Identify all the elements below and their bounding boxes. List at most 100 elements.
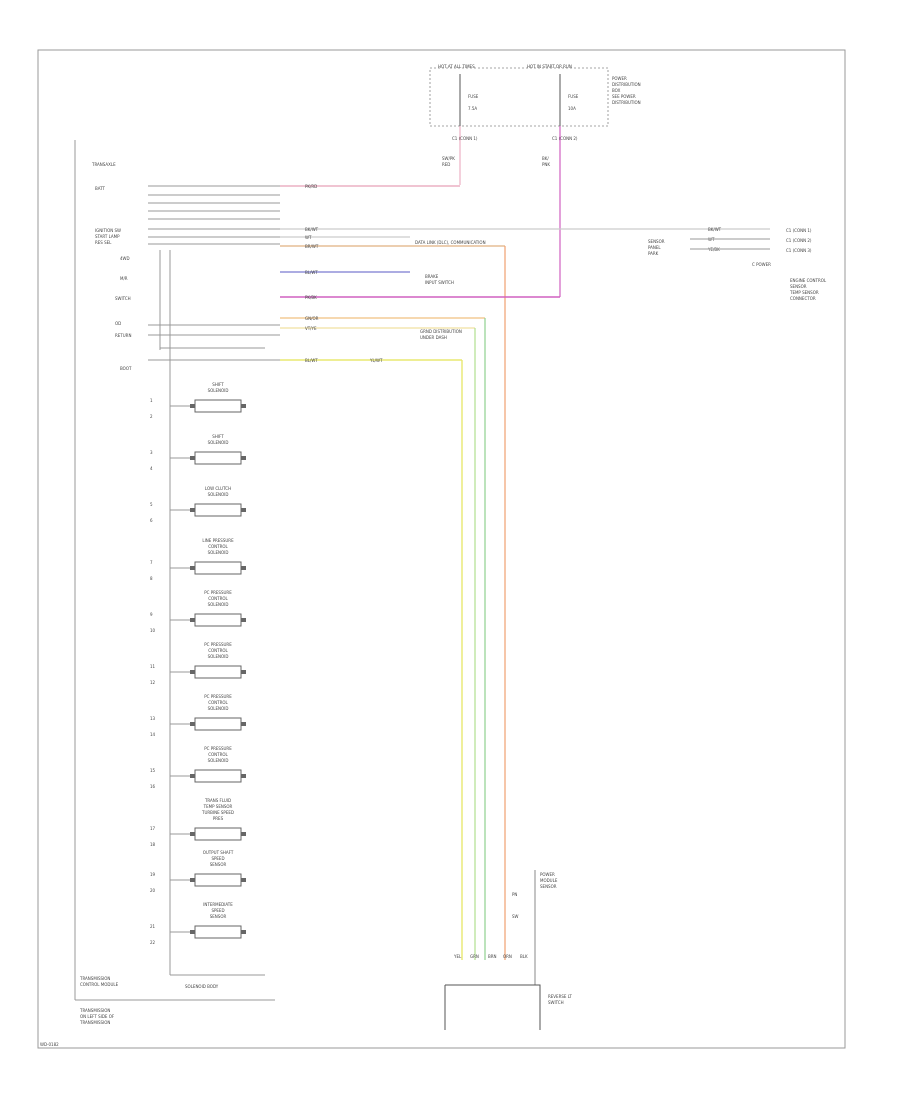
solenoid-label: SOLENOID (208, 706, 229, 711)
wire-label-vtye: VT/YE (305, 326, 317, 331)
sensor-power-pin: C POWER (752, 262, 771, 267)
solenoid-terminal (241, 930, 246, 934)
right-module-3: SENSOR (540, 884, 557, 889)
sensor-label-1: ENGINE CONTROL (790, 278, 827, 283)
solenoid-label: INTERMEDIATE (203, 902, 233, 907)
fuse-a-line-1: FUSE (468, 94, 479, 99)
solenoid-pin: 16 (150, 784, 156, 789)
solenoid-pin: 7 (150, 560, 153, 565)
solenoid-body (194, 613, 242, 627)
pcm-harness (148, 185, 280, 361)
sensor-label-3: TEMP SENSOR (789, 290, 819, 295)
solenoid-terminal (241, 722, 246, 726)
solenoid-label: LINE PRESSURE (202, 538, 234, 543)
reverse-switch-label-1: REVERSE LT (548, 994, 572, 999)
solenoid-pin: 15 (150, 768, 156, 773)
solenoid-terminal (190, 930, 195, 934)
data-link-note: DATA LINK (DLC), COMMUNICATION (415, 240, 486, 245)
solenoid-label: CONTROL (208, 648, 228, 653)
sensor-header-1: SENSOR (648, 239, 665, 244)
solenoid-label: PRES (213, 816, 224, 821)
wire-label-pkbk: PK/BK (305, 295, 317, 300)
fusebox-side-line-4: SEE POWER (612, 94, 636, 99)
wire-label-brwt: BR/WT (305, 244, 319, 249)
wire-label-gnor: GN/OR (305, 316, 319, 321)
wire-label-pkrd: PK/RD (305, 184, 317, 189)
solenoid-terminal (190, 832, 195, 836)
solenoid-label: CONTROL (208, 544, 228, 549)
reverse-switch-outline (444, 984, 541, 1030)
solenoid-label: CONTROL (208, 700, 228, 705)
right-module-1: POWER (540, 872, 555, 877)
solenoid-label: SOLENOID (208, 654, 229, 659)
sensor-pin-2: C1 (CONN 2) (786, 238, 812, 243)
reference-notes: DATA LINK (DLC), COMMUNICATION BRAKE INP… (415, 240, 486, 340)
engine-control-sensor: SENSOR PANEL PARK BK/WT WT YE/BK C1 (CON… (648, 227, 827, 301)
solenoid-body (194, 665, 242, 679)
brake-note-2: INPUT SWITCH (425, 280, 454, 285)
pin-label-4wd: 4WD (120, 256, 130, 261)
fuse-b-connector: C1 (CONN 2) (552, 136, 578, 141)
solenoid-pin: 19 (150, 872, 156, 877)
bottom-pin-5: BLK (520, 954, 528, 959)
diagram-frame (37, 49, 846, 1049)
bottom-pin-4: ORN (503, 954, 512, 959)
pcm-sub-1: TRANSMISSION (79, 1008, 110, 1013)
pin-label-boot: BOOT (120, 366, 132, 371)
fusebox-dashed-outline (429, 67, 609, 127)
fusebox-side-line-3: BOX (612, 88, 621, 93)
solenoid-pin: 11 (150, 664, 156, 669)
solenoid-body (194, 717, 242, 731)
reverse-switch-label-2: SWITCH (548, 1000, 564, 1005)
transmission-control-module: TRANSAXLE SOLENOID BODY TRANSMISSION CON… (74, 140, 275, 1025)
wire-label-ylwt: YL/WT (369, 358, 383, 363)
solenoid-label: SOLENOID (208, 758, 229, 763)
solenoid-body (194, 925, 242, 939)
solenoid-terminal (190, 618, 195, 622)
solenoid-pin: 13 (150, 716, 156, 721)
solenoid-terminal (241, 566, 246, 570)
pin-label-return: RETURN (115, 333, 131, 338)
pcm-sub-3: TRANSMISSION (79, 1020, 110, 1025)
wire-label-wt: WT (305, 235, 312, 240)
fuse-b-line-2: 10A (568, 106, 576, 111)
wire-label-blwt: BL/WT (305, 270, 318, 275)
bottom-pin-3: BRN (488, 954, 497, 959)
wire-label-blwt-2: BL/WT (305, 358, 318, 363)
solenoid-terminal (241, 832, 246, 836)
sensor-header-2: PANEL (648, 245, 661, 250)
solenoid-label: SHIFT (212, 434, 224, 439)
pin-label-switch: SWITCH (115, 296, 131, 301)
solenoid-terminal (190, 878, 195, 882)
fusebox-side-line-5: DISTRIBUTION (612, 100, 641, 105)
solenoid-label: TEMP SENSOR (203, 804, 233, 809)
reverse-lamp-switch: REVERSE LT SWITCH YEL GRN BRN ORN BLK PO… (444, 872, 572, 1030)
solenoid-pin: 17 (150, 826, 156, 831)
solenoid-pin: 21 (150, 924, 156, 929)
solenoid-body-label: SOLENOID BODY (185, 984, 219, 989)
pcm-top-note: TRANSAXLE (91, 162, 116, 167)
sensor-pin-1: C1 (CONN 1) (786, 228, 812, 233)
solenoid-label: PC PRESSURE (204, 694, 232, 699)
solenoid-label: PC PRESSURE (204, 642, 232, 647)
fuse-b-wire-2: PNK (542, 162, 550, 167)
bottom-small-1: PN (512, 892, 517, 897)
solenoid-pin: 6 (150, 518, 153, 523)
solenoid-label: SPEED (211, 908, 224, 913)
ground-note-1: GRND DISTRIBUTION (420, 329, 462, 334)
fuse-b-wire-1: BK/ (542, 156, 549, 161)
solenoid-terminal (241, 404, 246, 408)
solenoid-terminal (241, 670, 246, 674)
solenoid-terminal (190, 456, 195, 460)
sensor-label-4: CONNECTOR (790, 296, 816, 301)
solenoid-terminal (241, 618, 246, 622)
solenoid-terminal (241, 456, 246, 460)
solenoid-terminal (190, 566, 195, 570)
bottom-small-2: SW (512, 914, 519, 919)
solenoid-pin: 3 (150, 450, 153, 455)
